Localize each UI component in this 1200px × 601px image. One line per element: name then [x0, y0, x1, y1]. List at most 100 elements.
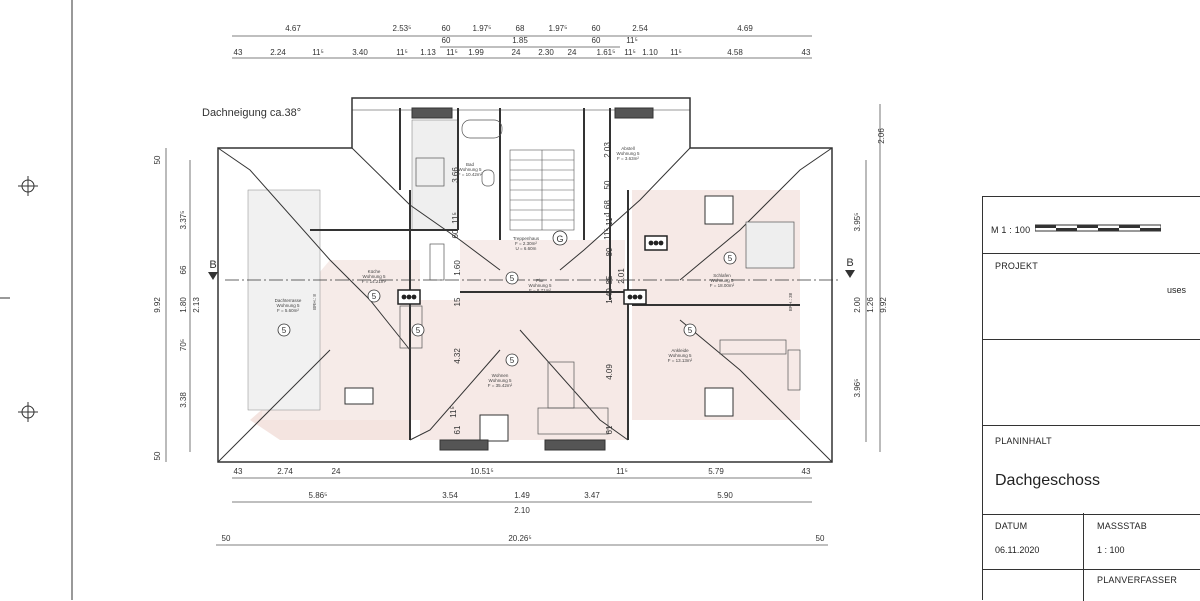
dimension-label: 5.86⁵	[309, 491, 328, 500]
dimension-label: 60	[592, 36, 601, 45]
dimension-label: 4.69	[737, 24, 753, 33]
dimension-label: 4.32	[453, 348, 462, 364]
room-detail: Wohnung 5	[459, 167, 482, 172]
room-detail: Wohnung 5	[529, 283, 552, 288]
dimension-label: 1.80	[179, 297, 188, 313]
dimension-label: 2.00	[853, 297, 862, 313]
room-area: F = 14.21m²	[362, 279, 387, 284]
unit-marker	[411, 323, 425, 337]
dimension-label: 1.68	[603, 200, 612, 216]
dimension-label: 24	[568, 48, 577, 57]
furniture	[399, 119, 801, 435]
room-area: F = 10.42m²	[458, 172, 483, 177]
dimension-label: 5.90	[717, 491, 733, 500]
interior-walls	[310, 108, 800, 440]
scale-bar	[1035, 224, 1161, 232]
unit-marker	[505, 353, 519, 367]
projekt-row: PROJEKT uses	[983, 253, 1200, 340]
room-detail: F = 2.30m²	[515, 241, 537, 246]
dimension-lines-bottom	[216, 477, 828, 546]
dimension-label: 1.60	[453, 260, 462, 276]
dimension-label: 24	[512, 48, 521, 57]
brh-label: BRH.: 38	[788, 292, 793, 311]
room-name: Flur	[536, 278, 544, 283]
crosshair-icon	[18, 176, 38, 196]
dimension-label: 3.47	[584, 491, 600, 500]
dimension-label: 2.24	[270, 48, 286, 57]
dimension-label: 1.10	[642, 48, 658, 57]
dimension-label: 2.01	[617, 268, 626, 284]
room-detail: Wohnung 5	[669, 353, 692, 358]
room-detail: Wohnung 5	[711, 278, 734, 283]
roof-hip-lines	[217, 109, 833, 463]
chimney-icon	[623, 289, 647, 305]
unit-marker	[723, 251, 737, 265]
projekt-value: uses	[1166, 285, 1186, 295]
roof-terrace	[247, 189, 321, 411]
dimension-label: 60	[442, 36, 451, 45]
datum-label: DATUM	[995, 521, 1028, 531]
planverfasser-row: PLANVERFASSER	[983, 569, 1200, 601]
room-detail: Wohnung 5	[489, 378, 512, 383]
unit-marker-label: 5	[728, 254, 733, 263]
room-name: Treppenhaus	[513, 236, 540, 241]
projekt-label: PROJEKT	[995, 261, 1038, 271]
room-name: Abstell	[621, 146, 635, 151]
room-living-fill	[420, 300, 628, 440]
room-hall-fill	[460, 240, 625, 300]
massstab-value: 1 : 100	[1097, 545, 1125, 555]
dimension-label: 50	[816, 534, 825, 543]
dimension-label: 3.54	[442, 491, 458, 500]
room-area: F = 13.13m²	[668, 358, 693, 363]
dimension-label: 1.26	[866, 297, 875, 313]
room-detail: Wohnung 5	[617, 151, 640, 156]
section-mark: B	[846, 257, 853, 269]
dimension-label: 80	[605, 247, 614, 256]
scale-bar-label: M 1 : 100	[991, 225, 1031, 235]
chimney-icon	[644, 235, 668, 251]
room-area: F = 3.63m²	[617, 156, 639, 161]
windows	[344, 107, 734, 451]
dimension-label: 1.40	[605, 288, 614, 304]
datum-row: DATUM 06.11.2020 MASSSTAB 1 : 100	[983, 513, 1200, 570]
dimension-label: 43	[234, 467, 243, 476]
dimension-label: 11⁵	[449, 406, 458, 418]
dimension-label: 3.96⁵	[853, 379, 862, 398]
unit-marker-label: 5	[688, 326, 693, 335]
dimension-label: 24	[332, 467, 341, 476]
dimension-lines-side	[165, 104, 881, 462]
dimension-label: 50	[222, 534, 231, 543]
room-name: Küche	[368, 269, 381, 274]
dimension-label: 3.66	[451, 167, 460, 183]
dimension-label: 3.38	[179, 392, 188, 408]
dimension-label: 11⁵	[605, 214, 614, 226]
dimension-label: 3.40	[352, 48, 368, 57]
dimension-label: 50	[153, 155, 162, 164]
building-outline	[217, 97, 840, 463]
dimension-label: 20.26⁵	[508, 534, 531, 543]
planinhalt-label: PLANINHALT	[995, 436, 1052, 446]
dimension-label: 61	[605, 425, 614, 434]
dimension-label: 4.58	[727, 48, 743, 57]
unit-marker	[277, 323, 291, 337]
room-area: U = 6.60m	[516, 246, 537, 251]
dimension-label: 85	[605, 275, 614, 284]
dimension-label: 11⁵	[616, 467, 628, 476]
unit-marker-label: 5	[372, 292, 377, 301]
unit-marker-label: 5	[282, 326, 287, 335]
unit-marker	[683, 323, 697, 337]
dimension-label: 66	[179, 265, 188, 274]
scale-row: M 1 : 100	[983, 197, 1200, 254]
dimension-label: 61	[453, 425, 462, 434]
room-detail: Wohnung 5	[277, 303, 300, 308]
dimension-label: 11⁵	[670, 48, 682, 57]
room-area: F = 5.60m²	[277, 308, 299, 313]
dimension-label: 1.97⁵	[473, 24, 492, 33]
dimension-label: 3.95⁵	[853, 213, 862, 232]
section-arrow-icon	[845, 270, 855, 278]
dimension-label: 11⁵	[446, 48, 458, 57]
room-area: F = 35.42m²	[488, 383, 513, 388]
dimension-label: 50	[153, 451, 162, 460]
brh-label: BRH.: 8	[312, 294, 317, 310]
